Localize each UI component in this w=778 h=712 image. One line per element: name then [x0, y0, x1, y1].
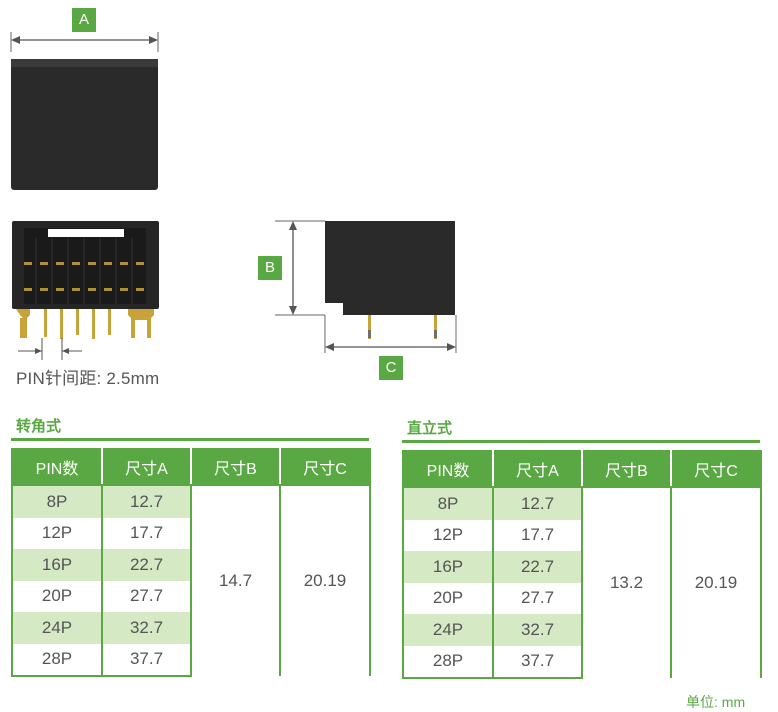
pin-pitch-text: PIN针间距: 2.5mm — [16, 369, 160, 388]
header-pin-count: PIN数 — [11, 448, 103, 486]
table-row: 28P 37.7 — [11, 643, 370, 677]
pin-cell: 20P — [402, 582, 494, 614]
size-a-cell: 27.7 — [101, 580, 192, 612]
dimension-a-label: A — [72, 8, 96, 32]
unit-note: 单位: mm — [686, 694, 746, 710]
size-c-cell: 20.19 — [670, 487, 762, 678]
table-row: 20P 27.7 — [11, 580, 370, 612]
dimension-b-line — [275, 220, 325, 316]
table-row: 28P 37.7 — [402, 645, 761, 679]
table-header-row: PIN数 尺寸A 尺寸B 尺寸C — [11, 448, 371, 486]
pin-cell: 16P — [11, 549, 103, 581]
pin-cell: 8P — [402, 487, 494, 520]
size-a-cell: 22.7 — [492, 551, 583, 583]
connector-top-view — [11, 59, 158, 190]
section-rule — [11, 438, 369, 441]
dimension-c-line — [324, 315, 457, 353]
connector-drawings — [10, 32, 457, 360]
connector-front-view — [12, 221, 159, 360]
pin-cell: 28P — [402, 645, 494, 679]
connector-side-view — [325, 221, 455, 339]
section-rule — [402, 440, 760, 443]
size-a-cell: 12.7 — [492, 487, 583, 520]
header-pin-count: PIN数 — [402, 450, 494, 488]
size-a-cell: 17.7 — [492, 519, 583, 551]
pin-cell: 12P — [402, 519, 494, 551]
pin-cell: 28P — [11, 643, 103, 677]
table-row: 8P 12.7 14.7 20.19 — [11, 485, 371, 676]
size-a-cell: 22.7 — [101, 549, 192, 581]
table-row: 12P 17.7 — [402, 519, 761, 551]
size-a-cell: 37.7 — [101, 643, 192, 677]
header-size-c: 尺寸C — [670, 450, 762, 488]
size-a-cell: 37.7 — [492, 645, 583, 679]
header-size-b: 尺寸B — [190, 448, 281, 486]
header-size-c: 尺寸C — [279, 448, 371, 486]
table-row: 24P 32.7 — [402, 614, 761, 646]
size-b-cell: 13.2 — [581, 487, 672, 678]
section-title-right-angle: 转角式 — [16, 418, 62, 435]
dimension-b-label: B — [258, 256, 282, 280]
size-a-cell: 27.7 — [492, 582, 583, 614]
table-row: 24P 32.7 — [11, 612, 370, 644]
size-a-cell: 32.7 — [101, 612, 192, 644]
spec-table-vertical: PIN数 尺寸A 尺寸B 尺寸C 8P 12.7 13.2 20.19 12P … — [402, 450, 762, 679]
header-size-b: 尺寸B — [581, 450, 672, 488]
size-a-cell: 17.7 — [101, 517, 192, 549]
pin-cell: 24P — [11, 612, 103, 644]
table-row: 8P 12.7 13.2 20.19 — [402, 487, 762, 678]
pin-cell: 12P — [11, 517, 103, 549]
header-size-a: 尺寸A — [101, 448, 192, 486]
pin-cell: 16P — [402, 551, 494, 583]
table-row: 12P 17.7 — [11, 517, 370, 549]
size-b-cell: 14.7 — [190, 485, 281, 676]
pin-cell: 24P — [402, 614, 494, 646]
table-header-row: PIN数 尺寸A 尺寸B 尺寸C — [402, 450, 762, 488]
pin-cell: 8P — [11, 485, 103, 518]
table-row: 20P 27.7 — [402, 582, 761, 614]
dimension-a-line — [10, 32, 159, 52]
table-row: 16P 22.7 — [402, 551, 761, 583]
size-c-cell: 20.19 — [279, 485, 371, 676]
table-row: 16P 22.7 — [11, 549, 370, 581]
spec-table-right-angle: PIN数 尺寸A 尺寸B 尺寸C 8P 12.7 14.7 20.19 12P … — [11, 448, 371, 677]
dimension-c-label: C — [379, 356, 403, 380]
section-title-vertical: 直立式 — [407, 420, 453, 437]
pin-cell: 20P — [11, 580, 103, 612]
size-a-cell: 12.7 — [101, 485, 192, 518]
size-a-cell: 32.7 — [492, 614, 583, 646]
header-size-a: 尺寸A — [492, 450, 583, 488]
